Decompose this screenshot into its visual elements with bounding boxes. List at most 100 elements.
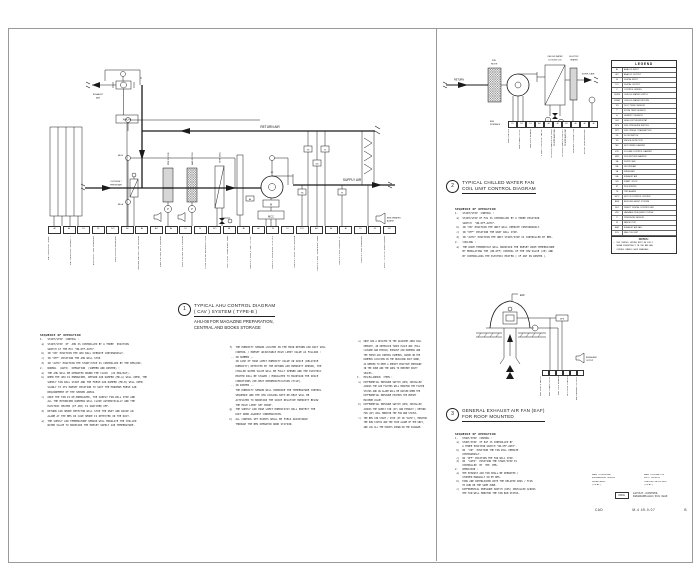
terminal-label: CHILLED WATER SUPPLY TEMPERATURE — [562, 129, 568, 158]
terminal-label: EAF START/STOP — [549, 376, 551, 396]
sequence-line: A THREE POSITION SWITCH "ON-OFF-AUTO". — [455, 444, 517, 448]
sequence-line: a) THE EXHAUST AIR FAN SHALL BE OPERATED… — [455, 472, 519, 476]
sequence-line: 1. START/STOP CONTROL : — [455, 437, 493, 440]
sequence-heading: SEQUENCE OF OPERATION — [40, 333, 81, 337]
terminal-label: FAN STATUS — [508, 129, 510, 144]
sequence-line: AND LOG ALL THE POINTS SHOWN ON THE DIAG… — [357, 425, 422, 429]
ahu-sequence-col3: e) ONCE AHU-A RELATED TO THE ADJACENT AR… — [357, 340, 432, 500]
ts-sensor-label: TS — [307, 150, 310, 152]
drawing-cad-label: CAD — [595, 507, 604, 512]
titleblock-line: CHECKED / APPROVED — [644, 480, 667, 483]
note-line: SHOWN ESSENTIALLY IN THE BMS AND — [613, 245, 653, 248]
terminal-cell: DO — [106, 226, 120, 234]
sequence-line: ALARM AT THE BMS IN CASE SMOKE IS DETECT… — [40, 414, 131, 418]
sequence-line: c) DIFFERENTIAL PRESSURE SWITCH (DPS) IN… — [455, 487, 536, 491]
sequence-line: SWITCH AT THE MCC "ON-OFF-AUTO". — [40, 347, 96, 351]
fcu-return-inlet — [442, 81, 488, 89]
sequence-line: THE FRESH AIR CONTROL DAMPERS, BASED ON … — [357, 353, 421, 357]
fcu-fan — [506, 72, 545, 123]
terminal-cell — [549, 370, 556, 376]
terminal-label: EXHAUST AIR DAMPER — [92, 236, 95, 266]
terminal-cell — [542, 370, 549, 376]
sequence-line: d) IN "AUTO" POSITION THE START/STOP IS — [455, 460, 517, 464]
sequence-line: SLOWLY TO ITS PRESET POSITION TO SUIT TH… — [40, 385, 137, 389]
fcu-heater-label-1: ELECTRIC — [569, 56, 579, 58]
terminal-label: FAN START/STOP — [518, 129, 521, 149]
ai-tag-label: AI — [249, 198, 251, 201]
terminal-label: SUPPLY AIR HUMIDITY — [339, 236, 342, 265]
sequence-line: SPACES. — [357, 371, 373, 375]
terminal-label: PRE FILTER DPS ALARM — [159, 236, 162, 267]
terminal-label: ROOM TEMPERATURE — [583, 129, 586, 154]
terminal-cell: DI — [368, 226, 382, 234]
eaf-title-line2: FOR ROOF MOUNTED — [462, 414, 514, 419]
terminal-cell: AI — [571, 121, 580, 128]
fcu-cooling-coil — [544, 64, 566, 126]
terminal-label: OFF COIL TEMPERATURE — [227, 236, 230, 269]
outside-air-label-2: FRESH AIR — [110, 184, 122, 187]
h-sensor-label: H — [324, 150, 326, 152]
sequence-line: b) IN "ON" POSITION THE UNIT WILL OPERAT… — [455, 226, 541, 230]
sequence-line: 3. MISCELLANEOUS ITEMS : — [357, 376, 393, 379]
sequence-line: DIFFERENTIAL PRESSURE EXCEEDS THE PRESET — [357, 394, 417, 397]
sequence-line: THE HIGH LIMIT SET POINT. — [228, 403, 274, 407]
ts2-sensor-label: TS — [301, 193, 304, 195]
legend-title: LEGEND — [612, 61, 676, 68]
sequence-line: DAMPERS LOCATION IN THE BUILDING DUCT WO… — [357, 358, 421, 361]
titleblock-stamp: DWG — [614, 491, 629, 499]
sequence-line: ACTIVATED TO MAINTAIN THE SPACE RELATIVE… — [228, 398, 319, 402]
sequence-line: h) ALL CONTROL SET POINTS SHALL BE FIELD… — [228, 417, 308, 421]
damper-sensors — [125, 117, 260, 226]
fcu-title-line2: COIL UNIT CONTROL DIAGRAM — [462, 186, 536, 191]
sequence-heading: SEQUENCE OF OPERATION — [455, 432, 496, 436]
terminal-label: SUPPLY FAN TRIP ALARM — [294, 236, 297, 269]
terminal-label: DPS RUN STATUS — [567, 376, 569, 396]
titleblock-line: MAIN CONTRACTOR — [644, 474, 665, 476]
terminal-label: DUCT STATIC PRESSURE — [383, 236, 386, 269]
eaf-alarm-label-1: BMS ALARM — [586, 356, 597, 359]
fcu-supply-label: SUPPLY AIR — [582, 73, 595, 76]
sequence-line: e) THE SUPPLY AIR TEMPERATURE SENSOR WIL… — [40, 419, 137, 423]
return-air-trunk — [139, 85, 381, 188]
chw-cooling-coil — [214, 165, 233, 226]
terminal-cell: AI — [222, 226, 236, 234]
eaf-diagram-title: 3 GENERAL EXHAUST AIR FAN (EAF) FOR ROOF… — [446, 408, 545, 422]
terminal-cell — [563, 370, 570, 376]
sequence-line: a) DIFFERENTIAL PRESSURE SWITCH (DPS) IN… — [357, 380, 422, 384]
terminal-cell: AO — [149, 226, 163, 234]
eaf-sensors — [517, 314, 569, 370]
terminal-cell: AO — [310, 226, 324, 234]
terminal-cell — [577, 370, 584, 376]
terminal-cell: AI — [544, 121, 553, 128]
eaf-roof-fan — [486, 293, 534, 329]
sequence-line: STOPPED MANUALLY OR BY BMS. — [455, 476, 502, 480]
eaf-diagram: EAF DPS BMS ALARM OUTPUT — [476, 293, 597, 379]
titleblock-line: ( S E A L ) — [592, 484, 601, 487]
horn-icon — [153, 212, 162, 222]
sequence-line: b) WHEN THE AHU IS ENERGIZED, RETURN AIR… — [40, 376, 147, 380]
sequence-line: STATUS AND AN ALARM WILL BE RAISED WHEN … — [357, 389, 421, 393]
sequence-line: g) THE SUPPLY AIR HIGH LIMIT HUMIDISTAT … — [228, 408, 316, 412]
mcc-label: MCC — [268, 215, 274, 219]
sequence-line: ACROSS THE SUPPLY FAN (SF) AND EXHAUST /… — [357, 407, 426, 411]
return-air-label: RETURN AIR — [260, 125, 280, 129]
exhaust-air-label-2: AIR — [96, 97, 100, 100]
sequence-line: b) IN "ON" POSITION THE AHU WILL OPERATE… — [40, 352, 125, 356]
sequence-line: CONDITIONS (RE-HEAT DEHUMIDIFICATION CYC… — [228, 379, 302, 383]
